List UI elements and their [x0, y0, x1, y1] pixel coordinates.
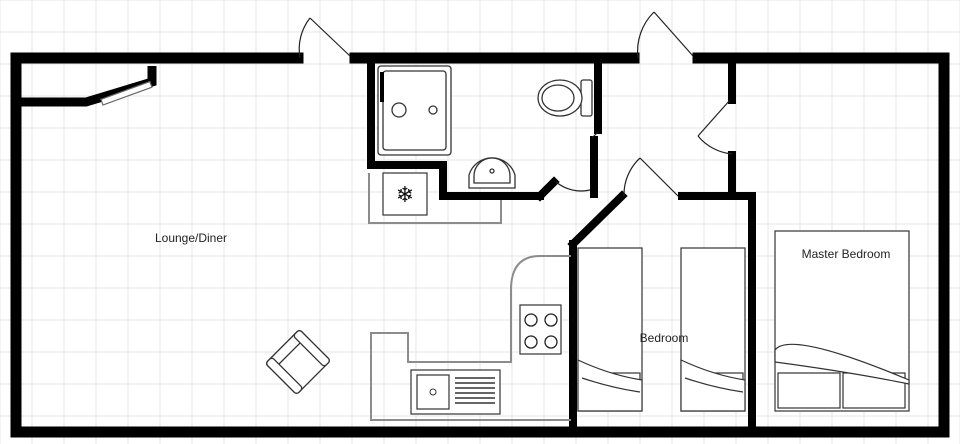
radiator — [100, 80, 153, 106]
bathroom-fixtures — [377, 65, 593, 189]
door-front-swing — [636, 11, 655, 59]
doors — [298, 11, 733, 197]
hob-ring-icon — [544, 313, 558, 327]
sink-drain-icon — [429, 388, 437, 396]
shower-valve-icon — [428, 105, 438, 115]
sink-drainer — [455, 377, 495, 404]
door-bedroom-leaf — [639, 157, 679, 197]
bed-cover — [774, 343, 910, 385]
door-entrance-leaf — [309, 17, 351, 57]
door-bathroom-leaf — [591, 131, 599, 139]
shower-drain-icon — [391, 102, 407, 118]
hob-ring-icon — [524, 335, 538, 349]
pillow — [777, 372, 841, 409]
room-label-bedroom: Bedroom — [640, 331, 689, 345]
master-bed — [774, 230, 910, 412]
freezer-counter — [368, 173, 502, 224]
walls — [10, 52, 950, 438]
bedroom-beds — [577, 247, 746, 412]
snowflake-icon: ❄ — [396, 183, 414, 208]
room-label-master-bedroom: Master Bedroom — [802, 247, 891, 261]
wall-bedroom-diagonal — [567, 190, 628, 250]
interior-walls — [367, 58, 756, 432]
door-master-swing — [697, 135, 733, 155]
door-entrance-swing — [298, 17, 311, 59]
hob-ring-icon — [544, 335, 558, 349]
freezer — [382, 172, 428, 216]
room-label-lounge-diner: Lounge/Diner — [155, 231, 227, 245]
bed-cover — [680, 359, 746, 412]
door-bedroom-swing — [623, 157, 641, 197]
alcove — [20, 66, 157, 107]
door-bathroom-swing — [555, 181, 591, 192]
door-master-leaf — [697, 99, 731, 137]
armchair — [266, 330, 330, 394]
wall-bathroom-diagonal — [534, 176, 560, 202]
hob-ring-icon — [524, 313, 538, 327]
bed-cover — [577, 359, 643, 412]
kitchen: ❄ — [368, 172, 571, 421]
kitchen-counter — [370, 255, 571, 421]
toilet-cistern — [580, 79, 593, 117]
door-front-leaf — [653, 11, 694, 57]
basin-tap-icon — [489, 168, 495, 174]
